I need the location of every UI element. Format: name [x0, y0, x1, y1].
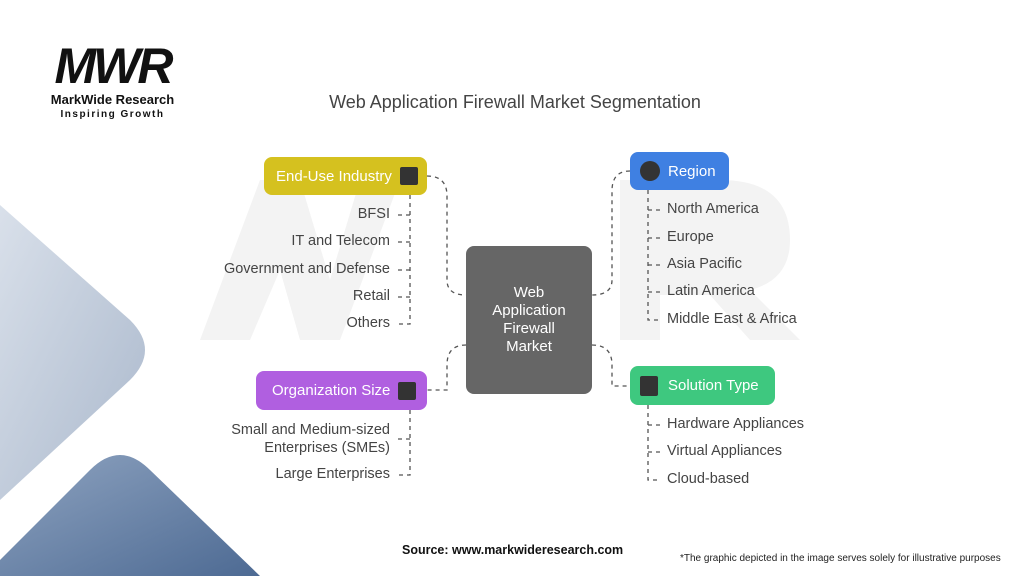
factory-robot-icon: [399, 167, 418, 185]
list-item: Middle East & Africa: [667, 311, 797, 327]
logo-name: MarkWide Research: [50, 92, 175, 107]
logo-mark: MWR: [54, 38, 174, 94]
end-use-industry-box: End-Use Industry: [264, 157, 427, 195]
list-item: Hardware Appliances: [667, 416, 805, 432]
list-item: Small and Medium-sized Enterprises (SMEs…: [231, 422, 390, 456]
building-icon: [398, 381, 417, 400]
list-item: Europe: [667, 229, 714, 245]
list-item: Asia Pacific: [667, 256, 742, 272]
list-item: Government and Defense: [223, 261, 390, 277]
source-text: Source: www.markwideresearch.com: [402, 543, 624, 557]
list-item: Others: [346, 315, 390, 331]
list-item: Retail: [352, 288, 390, 304]
solution-label: Solution Type: [668, 377, 759, 394]
organization-size-box: Organization Size: [256, 371, 427, 410]
region-box: Region: [630, 152, 729, 190]
logo: MWR MarkWide Research Inspiring Growth: [35, 40, 190, 121]
list-item: IT and Telecom: [291, 233, 390, 249]
list-item: Cloud-based: [667, 471, 750, 487]
end-use-label: End-Use Industry: [276, 167, 392, 185]
org-size-label: Organization Size: [272, 382, 391, 399]
solution-type-box: Solution Type: [630, 366, 775, 405]
disclaimer-text: *The graphic depicted in the image serve…: [680, 553, 1001, 564]
watermark-shapes: [200, 180, 800, 340]
region-label: Region: [668, 162, 716, 180]
list-item: North America: [667, 201, 759, 217]
list-item: Latin America: [667, 283, 755, 299]
logo-tagline: Inspiring Growth: [60, 109, 165, 120]
list-item: BFSI: [357, 206, 390, 222]
list-item: Large Enterprises: [275, 466, 390, 482]
list-item: Virtual Appliances: [667, 443, 783, 459]
globe-icon: [640, 161, 660, 181]
wav-file-icon: [640, 375, 658, 396]
center-node: Web Application Firewall Market: [466, 246, 592, 394]
page-title: Web Application Firewall Market Segmenta…: [329, 92, 701, 112]
